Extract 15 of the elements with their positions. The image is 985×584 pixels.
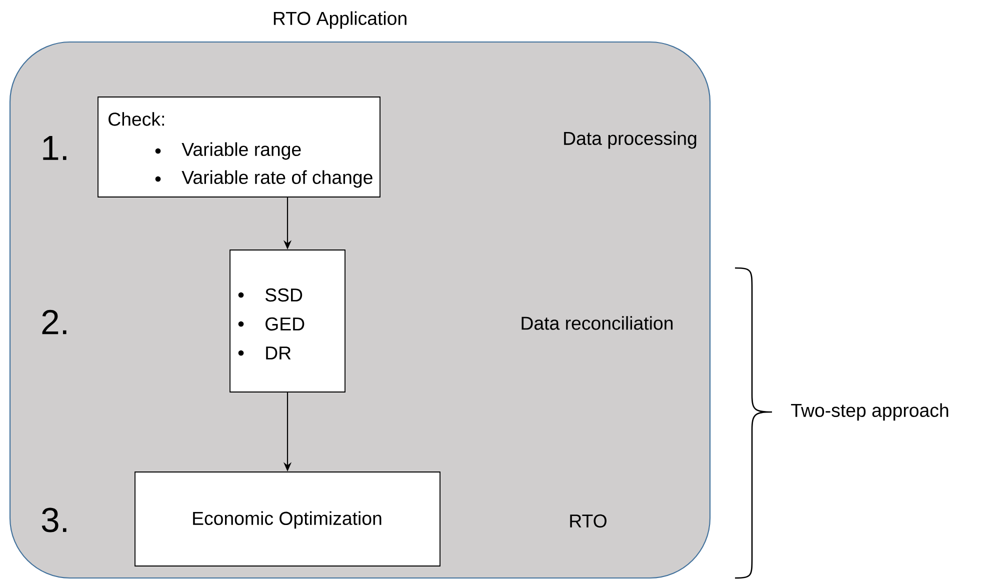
step-number: 3.: [42, 508, 66, 532]
panel-title: RTO Application: [274, 11, 406, 29]
step-label: Two-step approach: [791, 403, 948, 421]
step-number: 2.: [42, 310, 66, 334]
box-text: DR: [266, 346, 291, 360]
step-label: Data reconciliation: [522, 316, 673, 330]
box-text: Variable rate of change: [182, 170, 372, 188]
step-number: 1.: [43, 136, 66, 160]
box-text: Economic Optimization: [193, 511, 382, 529]
box-text: Variable range: [182, 142, 301, 160]
box-text: GED: [266, 317, 304, 331]
box-text: Check:: [108, 112, 164, 126]
box-text: SSD: [265, 288, 302, 302]
step-label: RTO: [570, 514, 606, 528]
step-label: Data processing: [564, 131, 696, 149]
